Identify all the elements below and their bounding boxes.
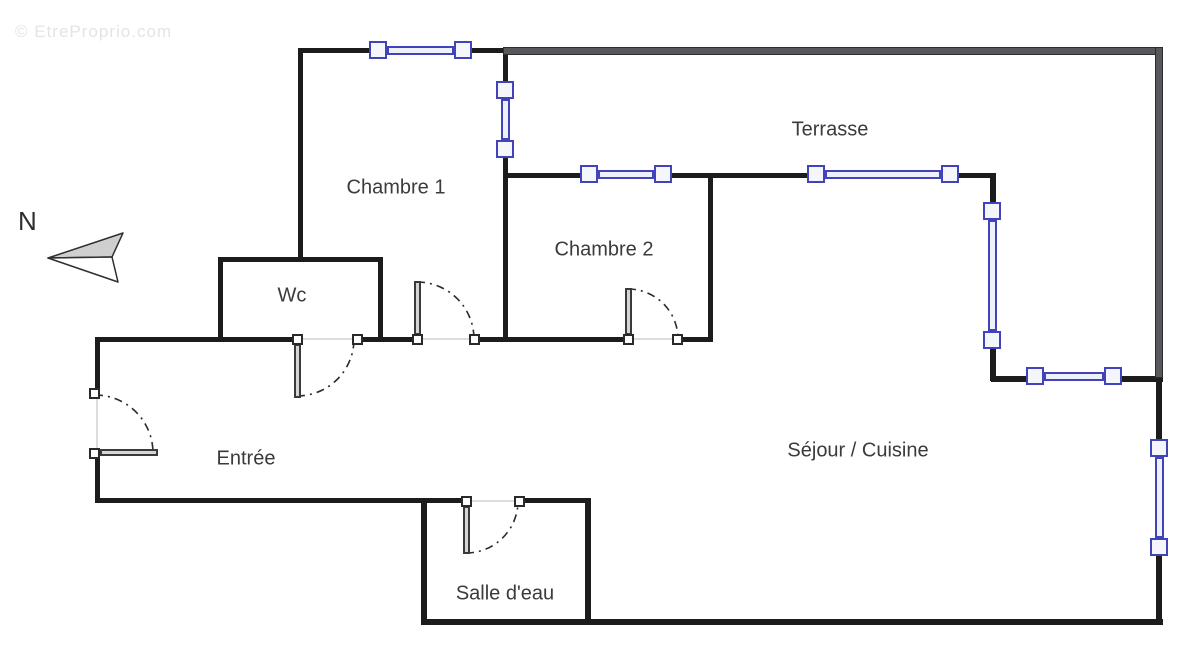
window-post <box>1104 367 1122 385</box>
door-threshold <box>418 338 470 340</box>
window-post <box>983 202 1001 220</box>
room-label-chambre-1: Chambre 1 <box>346 176 446 199</box>
door-post <box>292 334 303 345</box>
door-threshold <box>298 338 354 340</box>
wall <box>990 345 996 381</box>
wall <box>95 450 100 503</box>
wall <box>990 175 996 209</box>
room-label-sejour-cuisine: Séjour / Cuisine <box>787 439 929 462</box>
wall <box>668 173 811 178</box>
window-post <box>807 165 825 183</box>
north-label: N <box>18 206 37 236</box>
door-arc <box>94 394 154 454</box>
wall <box>991 376 1035 382</box>
wall <box>218 257 223 342</box>
window-post <box>1026 367 1044 385</box>
wall <box>95 337 100 390</box>
window-glass <box>387 46 454 55</box>
door-leaf <box>625 288 632 335</box>
wall <box>955 173 996 178</box>
wall <box>469 48 506 53</box>
door-post <box>469 334 480 345</box>
door-threshold <box>629 338 673 340</box>
window-post <box>496 81 514 99</box>
window-post <box>1150 538 1168 556</box>
wall <box>1114 376 1163 382</box>
window-post <box>454 41 472 59</box>
door-leaf <box>100 449 158 456</box>
wall <box>673 337 713 342</box>
window-post <box>654 165 672 183</box>
door-post <box>412 334 423 345</box>
wall <box>95 498 463 503</box>
wall <box>503 156 508 342</box>
window-glass <box>988 220 997 331</box>
wall <box>1156 378 1162 445</box>
door-leaf <box>463 506 470 554</box>
wall <box>517 498 588 503</box>
window-glass <box>598 170 654 179</box>
door-post <box>672 334 683 345</box>
window-glass <box>501 99 510 140</box>
door-leaf <box>414 281 421 335</box>
wall <box>470 337 631 342</box>
room-label-chambre-2: Chambre 2 <box>554 238 654 261</box>
room-label-entree: Entrée <box>216 447 276 470</box>
wall <box>298 48 303 259</box>
terrace-wall <box>503 47 1163 55</box>
wall <box>378 257 383 342</box>
wall <box>353 337 419 342</box>
wall <box>1156 552 1162 625</box>
wall <box>421 619 1163 625</box>
north-arrow-icon <box>47 232 124 283</box>
wall <box>708 173 713 342</box>
door-threshold <box>96 394 98 450</box>
window-post <box>941 165 959 183</box>
door-leaf <box>294 344 301 398</box>
watermark: © EtreProprio.com <box>15 22 173 41</box>
window-glass <box>1044 372 1104 381</box>
window-glass <box>1155 457 1164 538</box>
window-post <box>580 165 598 183</box>
window-glass <box>825 170 941 179</box>
door-arc <box>627 288 679 340</box>
door-post <box>623 334 634 345</box>
window-post <box>496 140 514 158</box>
door-arc <box>465 500 519 554</box>
wall <box>298 48 374 53</box>
window-post <box>1150 439 1168 457</box>
door-post <box>514 496 525 507</box>
wall <box>95 337 293 342</box>
wall <box>503 48 508 83</box>
room-label-salle-deau: Salle d'eau <box>455 582 555 605</box>
door-post <box>89 448 100 459</box>
terrace-wall <box>1155 47 1163 378</box>
door-arc <box>296 338 355 397</box>
door-post <box>461 496 472 507</box>
door-threshold <box>467 500 515 502</box>
room-label-terrasse: Terrasse <box>791 118 869 141</box>
wall <box>503 173 584 178</box>
north-indicator: N <box>10 200 140 305</box>
wall <box>585 498 591 625</box>
wall <box>218 257 383 262</box>
window-post <box>369 41 387 59</box>
door-post <box>89 388 100 399</box>
wall <box>421 498 427 625</box>
room-label-wc: Wc <box>277 284 307 307</box>
window-post <box>983 331 1001 349</box>
door-post <box>352 334 363 345</box>
door-arc <box>416 281 475 340</box>
